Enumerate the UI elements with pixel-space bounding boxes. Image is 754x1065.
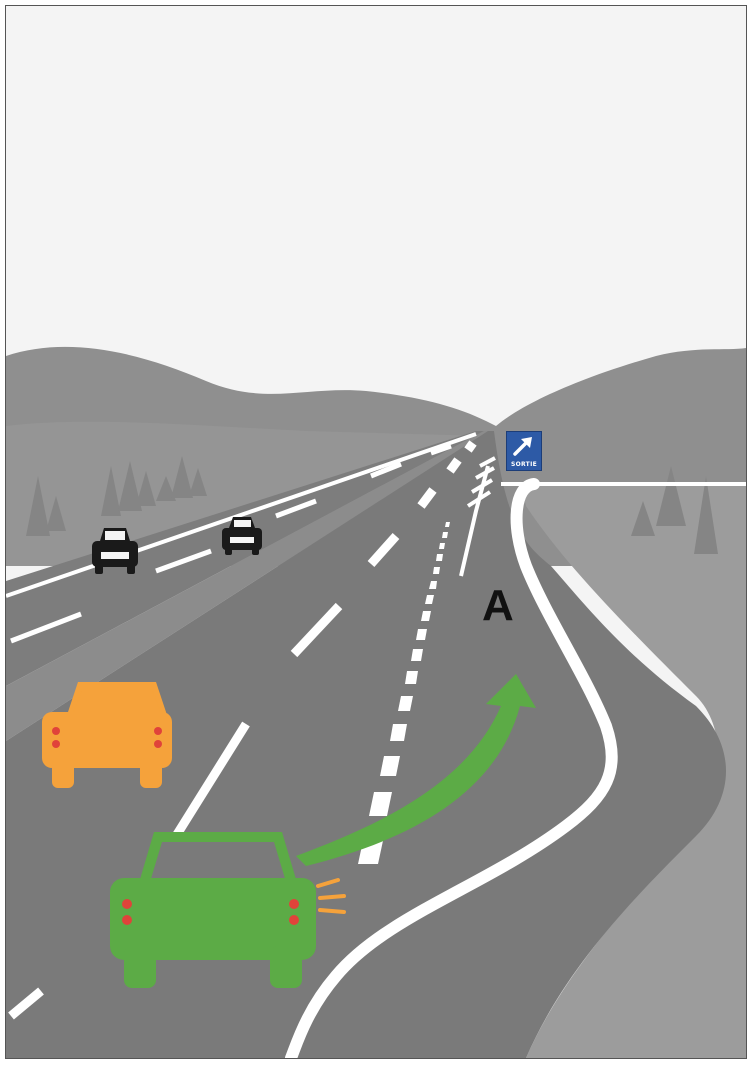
illustration-frame: SORTIE A: [6, 6, 746, 1058]
point-label: A: [482, 584, 514, 628]
exit-sign-text: SORTIE: [507, 461, 541, 468]
arrow-up-right-icon: [510, 433, 538, 459]
exit-sign: SORTIE: [506, 431, 542, 471]
highway-exit-scene: [6, 6, 746, 1058]
